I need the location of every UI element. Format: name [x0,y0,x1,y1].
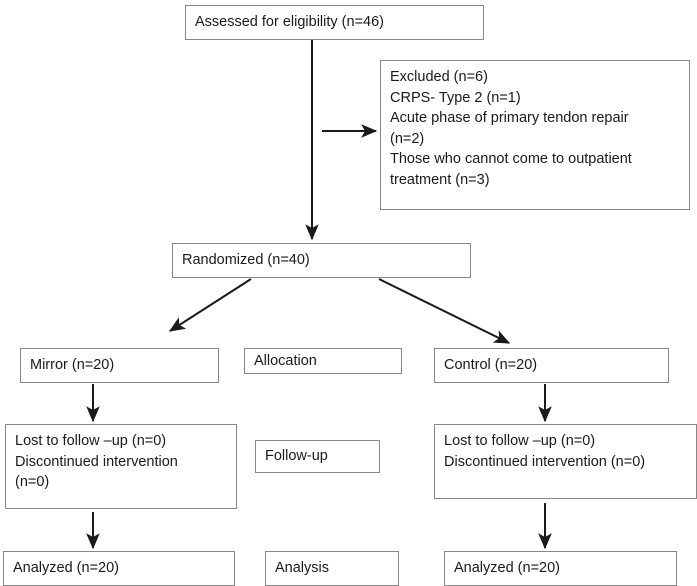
node-randomized-label: Randomized (n=40) [182,252,310,269]
node-excluded-line-2: CRPS- Type 2 (n=1) [390,89,521,106]
node-lost-right-line-1: Lost to follow –up (n=0) [444,433,596,449]
node-excluded-line-1: Excluded (n=6) [390,69,488,85]
node-randomized: Randomized (n=40) [172,243,471,278]
node-lost-right-line-2: Discontinued intervention (n=0) [444,453,646,470]
node-lost-left-line-1: Lost to follow –up (n=0) [15,433,167,449]
stage-analysis-label: Analysis [275,560,329,577]
stage-label-followup: Follow-up [255,440,380,473]
stage-followup-label: Follow-up [265,448,328,465]
node-assessed-label: Assessed for eligibility (n=46) [195,14,384,31]
connector-randomized-to-control [378,278,511,344]
node-analyzed-mirror: Analyzed (n=20) [3,551,235,586]
node-control-group: Control (n=20) [434,348,669,383]
node-lost-left-line-3: (n=0) [15,474,50,491]
node-lost-to-followup-control: Lost to follow –up (n=0) Discontinued in… [434,424,697,499]
node-excluded: Excluded (n=6) CRPS- Type 2 (n=1) Acute … [380,60,690,210]
stage-label-analysis: Analysis [265,551,399,586]
node-excluded-line-3: Acute phase of primary tendon repair [390,110,629,127]
node-lost-to-followup-mirror: Lost to follow –up (n=0) Discontinued in… [5,424,237,509]
stage-allocation-label: Allocation [254,352,317,369]
node-assessed-for-eligibility: Assessed for eligibility (n=46) [185,5,484,40]
node-control-label: Control (n=20) [444,357,538,374]
node-analyzed-right-label: Analyzed (n=20) [454,560,560,577]
node-excluded-line-6: treatment (n=3) [390,171,490,188]
stage-label-allocation: Allocation [244,348,402,374]
node-mirror-group: Mirror (n=20) [20,348,219,383]
node-analyzed-left-label: Analyzed (n=20) [13,560,119,577]
node-excluded-line-4: (n=2) [390,130,425,147]
node-analyzed-control: Analyzed (n=20) [444,551,677,586]
node-mirror-label: Mirror (n=20) [30,357,115,374]
node-lost-left-line-2: Discontinued intervention [15,453,178,470]
node-excluded-line-5: Those who cannot come to outpatient [390,151,632,168]
connector-randomized-to-mirror [168,278,252,332]
